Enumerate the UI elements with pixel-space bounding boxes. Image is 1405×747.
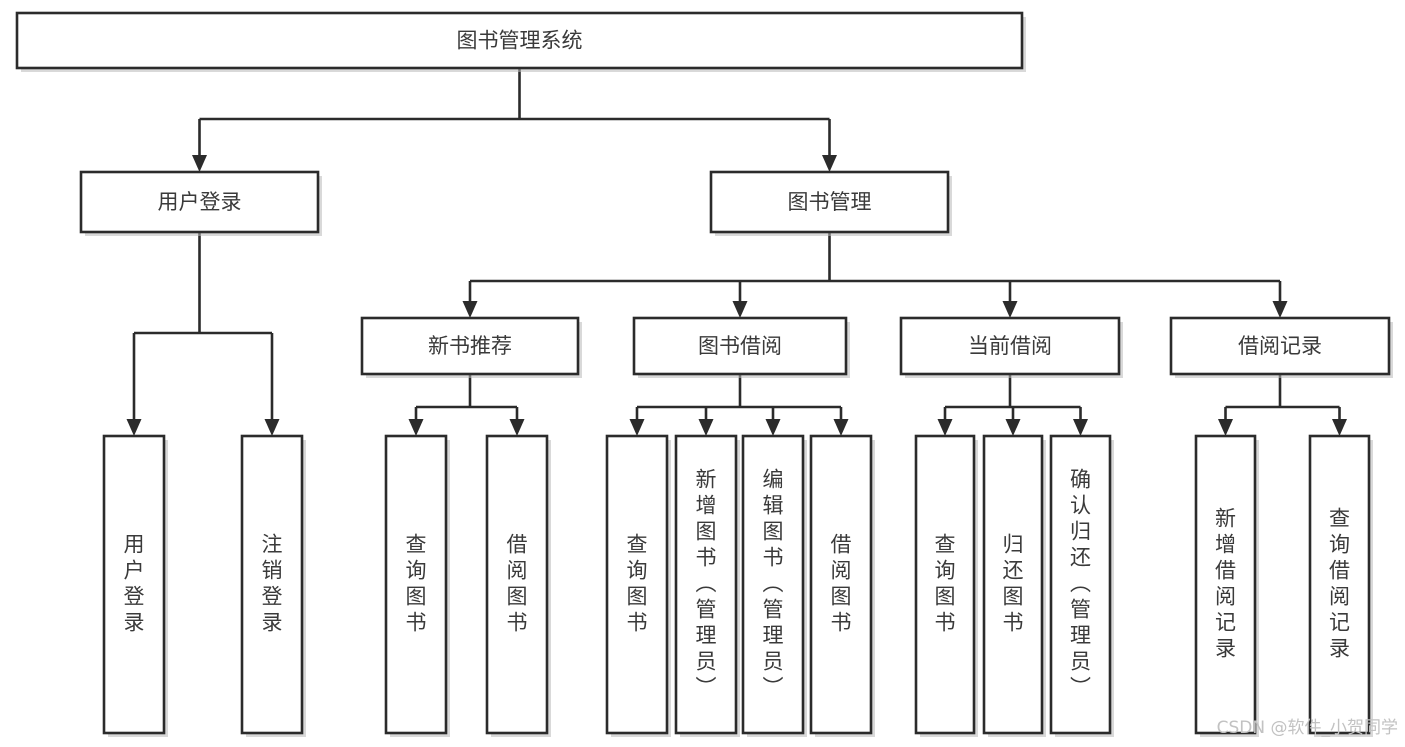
arrow-head-icon: [765, 419, 781, 436]
node-label: 查询借阅记录: [1329, 507, 1350, 661]
node-label: 查询图书: [406, 533, 427, 635]
node-label: 查询图书: [935, 533, 956, 635]
arrow-head-icon: [408, 419, 424, 436]
node-label: 归还图书: [1003, 533, 1024, 635]
node-rect[interactable]: [709, 170, 950, 234]
arrow-head-icon: [822, 155, 837, 172]
node-rect[interactable]: [809, 434, 873, 735]
arrow-head-icon: [1218, 419, 1233, 436]
node-rect[interactable]: [674, 434, 738, 735]
arrow-head-icon: [1005, 419, 1021, 436]
node-book-management[interactable]: 图书管理: [709, 170, 952, 236]
node-user-login[interactable]: 用户登录: [79, 170, 322, 236]
node-leaf-add-book-admin[interactable]: 新增图书︵管理员︶: [674, 434, 740, 737]
node-rect[interactable]: [1194, 434, 1257, 735]
node-leaf-borrow-book[interactable]: 借阅图书: [809, 434, 875, 737]
arrow-head-icon: [1332, 419, 1347, 436]
node-leaf-query-borrow-record[interactable]: 查询借阅记录: [1308, 434, 1373, 737]
node-rect[interactable]: [1049, 434, 1112, 735]
node-label: 确认归还︵管理员︶: [1070, 468, 1091, 700]
node-borrow-record[interactable]: 借阅记录: [1169, 316, 1393, 378]
node-leaf-query-book-recommend[interactable]: 查询图书: [384, 434, 450, 737]
arrow-head-icon: [629, 419, 645, 436]
node-label: 当前借阅: [968, 334, 1052, 358]
node-label: 借阅图书: [507, 533, 528, 635]
node-rect[interactable]: [102, 434, 166, 735]
node-leaf-edit-book-admin[interactable]: 编辑图书︵管理员︶: [741, 434, 807, 737]
arrow-head-icon: [937, 419, 953, 436]
arrow-head-icon: [264, 419, 280, 436]
node-rect[interactable]: [741, 434, 805, 735]
node-rect[interactable]: [240, 434, 304, 735]
node-root[interactable]: 图书管理系统: [15, 11, 1026, 72]
node-leaf-query-book-current[interactable]: 查询图书: [914, 434, 978, 737]
node-label: 新书推荐: [428, 334, 512, 358]
node-boxes: 图书管理系统用户登录图书管理新书推荐图书借阅当前借阅借阅记录用户登录注销登录查询…: [15, 11, 1393, 737]
node-leaf-add-borrow-record[interactable]: 新增借阅记录: [1194, 434, 1259, 737]
arrow-head-icon: [126, 419, 142, 436]
node-leaf-borrow-book-recommend[interactable]: 借阅图书: [485, 434, 551, 737]
node-rect[interactable]: [485, 434, 549, 735]
node-label: 注销登录: [262, 533, 283, 635]
arrow-head-icon: [192, 155, 207, 172]
node-label: 图书管理: [788, 190, 872, 214]
node-rect[interactable]: [605, 434, 669, 735]
node-leaf-query-book-borrow[interactable]: 查询图书: [605, 434, 671, 737]
node-label: 查询图书: [627, 533, 648, 635]
node-rect[interactable]: [1169, 316, 1391, 376]
node-label: 图书借阅: [698, 334, 782, 358]
arrow-head-icon: [698, 419, 714, 436]
node-label: 用户登录: [158, 190, 242, 214]
node-label: 新增借阅记录: [1215, 507, 1236, 661]
node-rect[interactable]: [1308, 434, 1371, 735]
node-rect[interactable]: [15, 11, 1024, 70]
node-rect[interactable]: [360, 316, 580, 376]
node-label: 借阅记录: [1238, 334, 1322, 358]
node-label: 借阅图书: [831, 533, 852, 635]
node-label: 新增图书︵管理员︶: [696, 468, 717, 700]
node-new-book-recommend[interactable]: 新书推荐: [360, 316, 582, 378]
node-leaf-return-book[interactable]: 归还图书: [982, 434, 1046, 737]
arrow-head-icon: [509, 419, 525, 436]
node-rect[interactable]: [899, 316, 1121, 376]
arrow-head-icon: [732, 301, 748, 318]
node-leaf-confirm-return-admin[interactable]: 确认归还︵管理员︶: [1049, 434, 1114, 737]
node-rect[interactable]: [79, 170, 320, 234]
node-book-borrow[interactable]: 图书借阅: [632, 316, 850, 378]
node-rect[interactable]: [632, 316, 848, 376]
arrow-head-icon: [1272, 301, 1288, 318]
node-leaf-logout-login[interactable]: 注销登录: [240, 434, 306, 737]
node-rect[interactable]: [914, 434, 976, 735]
arrow-head-icon: [1073, 419, 1088, 436]
node-leaf-user-login[interactable]: 用户登录: [102, 434, 168, 737]
arrow-head-icon: [1002, 301, 1018, 318]
node-rect[interactable]: [982, 434, 1044, 735]
node-label: 用户登录: [124, 533, 145, 635]
arrow-head-icon: [462, 301, 478, 318]
node-rect[interactable]: [384, 434, 448, 735]
connector-lines: [126, 68, 1347, 436]
csdn-watermark: CSDN @软件_小贺同学: [1217, 718, 1398, 738]
node-current-borrow[interactable]: 当前借阅: [899, 316, 1123, 378]
node-label: 图书管理系统: [457, 29, 583, 53]
node-label: 编辑图书︵管理员︶: [763, 468, 784, 700]
arrow-head-icon: [833, 419, 849, 436]
